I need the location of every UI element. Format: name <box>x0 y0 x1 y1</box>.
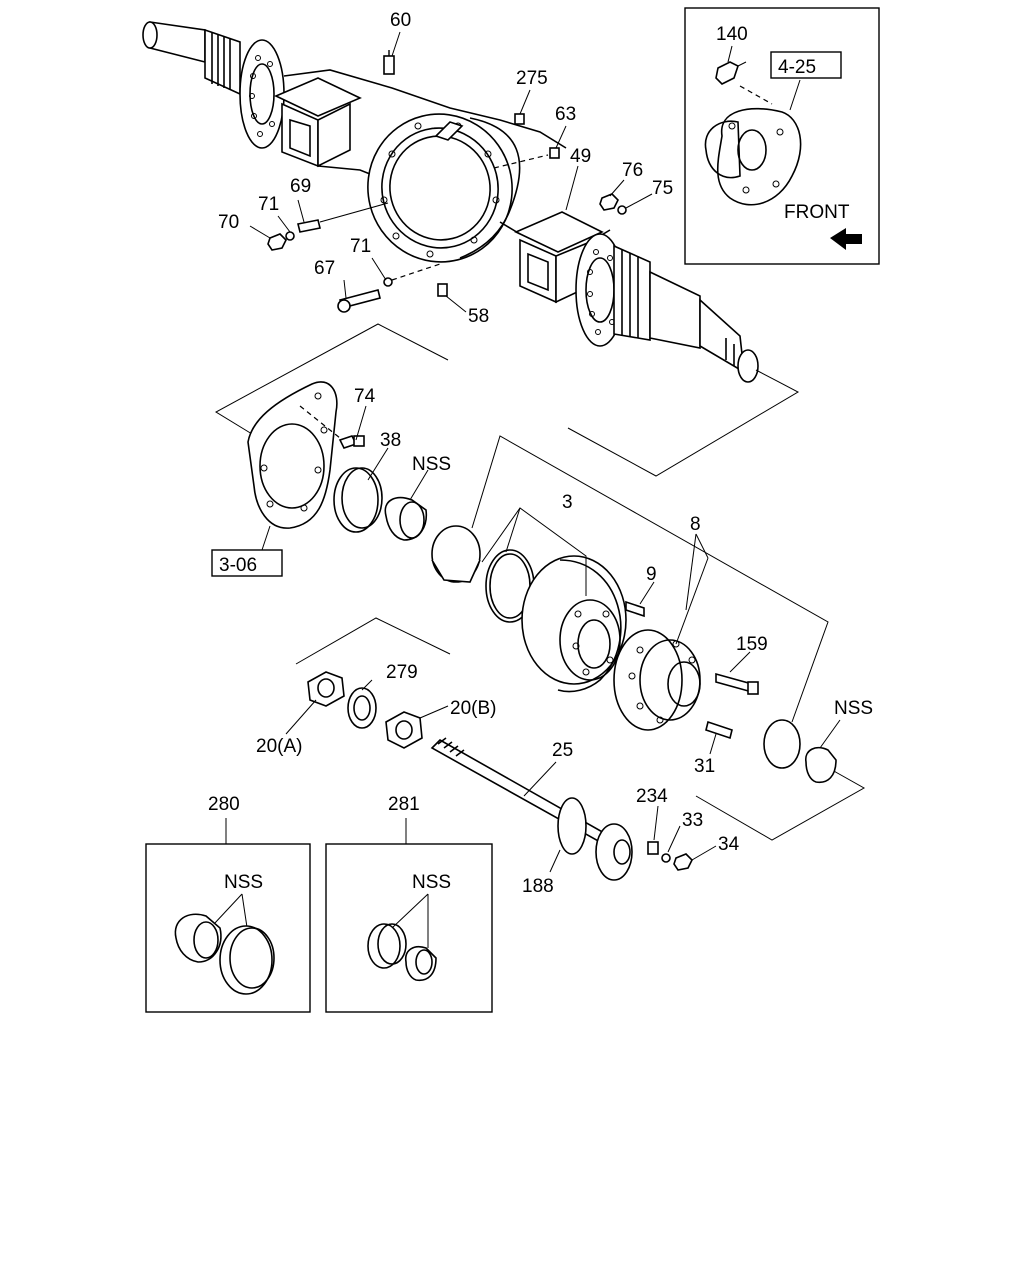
callout-60: 60 <box>390 10 411 31</box>
housing-leader-lines <box>249 31 653 313</box>
callout-58: 58 <box>468 306 489 327</box>
callout-67: 67 <box>314 258 335 279</box>
ref-box-3-06[interactable] <box>211 549 283 577</box>
callout-159: 159 <box>736 634 768 655</box>
brake-drum <box>521 555 627 693</box>
callout-25: 25 <box>552 740 573 761</box>
lower-leader-lines <box>285 405 841 873</box>
front-reference-inset: 140 4-25 FRONT <box>684 7 880 265</box>
callout-280: 280 <box>208 794 240 815</box>
callout-20a: 20(A) <box>256 736 302 757</box>
callout-3: 3 <box>562 492 573 513</box>
hub-group <box>613 600 837 784</box>
ref-4-25[interactable]: 4-25 <box>778 57 816 78</box>
callout-34: 34 <box>718 834 740 855</box>
callout-69: 69 <box>290 176 311 197</box>
callout-188: 188 <box>522 876 554 897</box>
nss-label-1: NSS <box>412 454 451 475</box>
callout-8: 8 <box>690 514 701 535</box>
group-boundary-lines <box>214 323 866 841</box>
callout-75: 75 <box>652 178 673 199</box>
callout-9: 9 <box>646 564 657 585</box>
callout-33: 33 <box>682 810 703 831</box>
lock-nuts <box>307 671 423 749</box>
callout-70: 70 <box>218 212 239 233</box>
bearing-parts <box>333 435 535 623</box>
callouts-housing: 60 275 63 49 76 75 69 71 70 71 67 58 <box>218 10 673 327</box>
callout-76: 76 <box>622 160 643 181</box>
callout-275: 275 <box>516 68 548 89</box>
callout-234: 234 <box>636 786 668 807</box>
callout-31: 31 <box>694 756 715 777</box>
callout-20b: 20(B) <box>450 698 496 719</box>
callout-279: 279 <box>386 662 418 683</box>
inset-frame <box>684 7 880 265</box>
axle-housing <box>142 21 759 383</box>
axle-shaft <box>430 737 693 881</box>
nss-label-4: NSS <box>412 872 451 893</box>
nss-label-2: NSS <box>834 698 873 719</box>
callout-49: 49 <box>570 146 591 167</box>
callout-281: 281 <box>388 794 420 815</box>
backing-plate: 3-06 <box>211 381 341 577</box>
callout-63: 63 <box>555 104 576 125</box>
kit-280: 280 NSS <box>145 794 311 1013</box>
callout-71a: 71 <box>258 194 279 215</box>
kit-281-frame <box>325 843 493 1013</box>
callout-140: 140 <box>716 24 748 45</box>
front-arrow-icon <box>830 228 862 250</box>
callout-74: 74 <box>354 386 376 407</box>
callout-71b: 71 <box>350 236 371 257</box>
kit-280-frame <box>145 843 311 1013</box>
ref-3-06[interactable]: 3-06 <box>219 555 257 576</box>
callouts-lower: 74 38 NSS 3 8 9 159 NSS 279 20(B) 20(A) … <box>256 386 873 897</box>
front-label: FRONT <box>784 202 850 223</box>
kit-281: 281 NSS <box>325 794 493 1013</box>
nss-label-3: NSS <box>224 872 263 893</box>
callout-38: 38 <box>380 430 401 451</box>
ref-box-4-25[interactable] <box>770 51 842 79</box>
